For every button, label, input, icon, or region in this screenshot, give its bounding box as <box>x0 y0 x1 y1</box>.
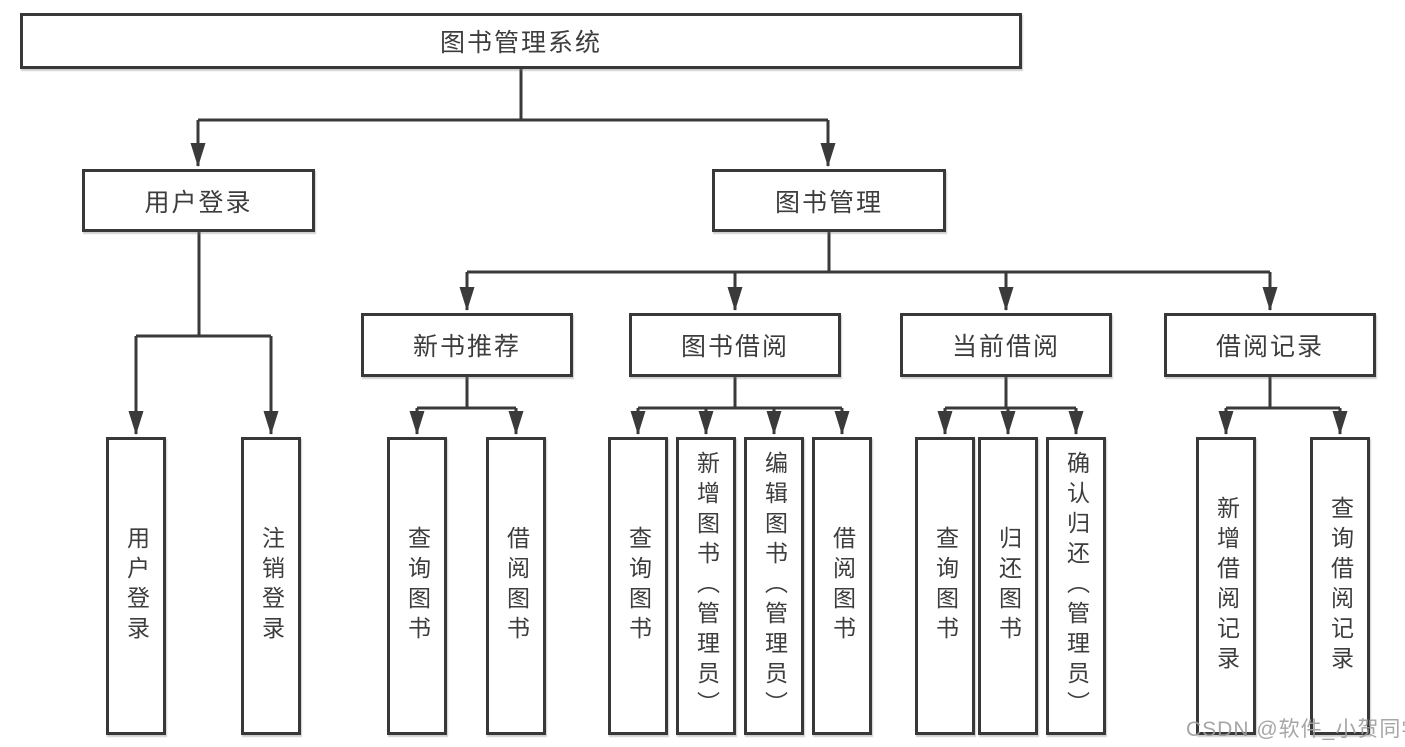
node-borrowing-records: 借阅记录 <box>1164 313 1376 377</box>
node-label: 图书管理系统 <box>439 29 602 57</box>
node-query-books-borrowing: 查询图书 <box>608 437 668 735</box>
node-label: 查询图书 <box>625 526 652 646</box>
connector-current-borrowing <box>937 377 1084 435</box>
node-label: 用户登录 <box>123 526 150 646</box>
node-label: 编辑图书（管理员） <box>761 451 788 721</box>
node-label: 归还图书 <box>995 526 1022 646</box>
node-label: 确认归还（管理员） <box>1063 451 1090 721</box>
connector-book-borrowing <box>630 377 850 435</box>
node-label: 新书推荐 <box>412 333 521 361</box>
connector-borrowing-records <box>1218 377 1348 435</box>
node-label: 图书管理 <box>774 188 883 217</box>
node-new-book-recommendation: 新书推荐 <box>361 313 573 377</box>
node-return-books: 归还图书 <box>978 437 1038 735</box>
node-edit-books-admin: 编辑图书（管理员） <box>744 437 804 735</box>
node-label: 注销登录 <box>258 526 285 646</box>
node-library-management-system: 图书管理系统 <box>20 13 1022 69</box>
node-label: 查询图书 <box>932 526 959 646</box>
connector-root <box>190 69 836 167</box>
node-label: 查询图书 <box>404 526 431 646</box>
node-borrow-books: 借阅图书 <box>812 437 872 735</box>
node-confirm-return-admin: 确认归还（管理员） <box>1046 437 1106 735</box>
node-query-books-current: 查询图书 <box>915 437 975 735</box>
node-logout: 注销登录 <box>241 437 301 735</box>
node-label: 查询借阅记录 <box>1327 496 1354 676</box>
node-borrow-books-recommend: 借阅图书 <box>486 437 546 735</box>
node-label: 借阅图书 <box>829 526 856 646</box>
node-label: 新增借阅记录 <box>1213 496 1240 676</box>
node-add-borrowing-record: 新增借阅记录 <box>1196 437 1256 735</box>
node-current-borrowing: 当前借阅 <box>900 313 1112 377</box>
connector-book-management <box>459 232 1278 311</box>
node-query-borrowing-record: 查询借阅记录 <box>1310 437 1370 735</box>
node-book-borrowing: 图书借阅 <box>629 313 841 377</box>
node-label: 当前借阅 <box>951 333 1060 361</box>
node-add-books-admin: 新增图书（管理员） <box>676 437 736 735</box>
node-label: 用户登录 <box>144 188 253 217</box>
node-label: 图书借阅 <box>680 333 789 361</box>
node-label: 新增图书（管理员） <box>693 451 720 721</box>
node-user-login-module: 用户登录 <box>82 169 315 232</box>
node-label: 借阅图书 <box>503 526 530 646</box>
node-user-login: 用户登录 <box>106 437 166 735</box>
csdn-watermark: CSDN @软件_小贺同学 <box>1186 718 1405 741</box>
connector-user-login <box>128 232 279 435</box>
node-book-management: 图书管理 <box>712 169 946 232</box>
node-label: 借阅记录 <box>1215 333 1324 361</box>
node-query-books-recommend: 查询图书 <box>387 437 447 735</box>
connector-new-book-recommendation <box>409 377 524 435</box>
